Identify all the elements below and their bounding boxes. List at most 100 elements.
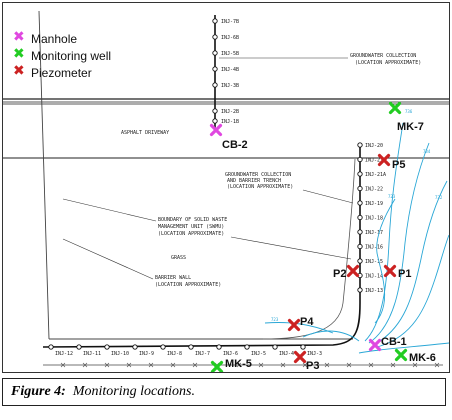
map-point-p2[interactable]: P2 bbox=[333, 264, 360, 281]
injection-point bbox=[357, 214, 363, 221]
injection-point bbox=[357, 185, 363, 192]
injection-point bbox=[212, 82, 218, 88]
monitoring-well-marker-icon bbox=[394, 348, 408, 362]
piezometer-marker-icon: ✖ bbox=[13, 63, 25, 79]
injection-point-label: INJ-4B bbox=[221, 67, 239, 73]
map-point-mk-7[interactable]: MK-7 bbox=[388, 101, 424, 134]
map-point-label: MK-7 bbox=[397, 121, 424, 133]
injection-point-label: INJ-2B bbox=[221, 109, 239, 115]
injection-point-label: INJ-15 bbox=[365, 259, 383, 265]
injection-point bbox=[212, 50, 218, 56]
injection-point-label: INJ-12 bbox=[55, 351, 73, 357]
injection-point bbox=[357, 200, 363, 206]
map-point-mk-6[interactable]: MK-6 bbox=[394, 348, 436, 365]
injection-point-label: INJ-9 bbox=[139, 351, 154, 357]
swmu-boundary bbox=[262, 158, 356, 340]
map-point-label: MK-5 bbox=[225, 358, 252, 370]
caption-figure-number: Figure 4: bbox=[11, 384, 66, 399]
injection-point-label: INJ-19 bbox=[365, 201, 383, 207]
injection-point-label: INJ-22 bbox=[365, 187, 383, 193]
injection-point bbox=[212, 108, 218, 114]
injection-point bbox=[357, 171, 363, 177]
barrier-wall bbox=[38, 10, 353, 340]
map-point-label: MK-6 bbox=[409, 352, 436, 364]
svg-text:732: 732 bbox=[435, 195, 443, 200]
injection-point bbox=[357, 258, 363, 264]
annotation-trench-2: AND BARRIER TRENCH bbox=[227, 178, 281, 184]
annotation-boundary-3: (LOCATION APPROXIMATE) bbox=[158, 231, 224, 237]
injection-point bbox=[216, 344, 222, 350]
inj-line-top: INJ-7BINJ-6BINJ-5BINJ-4BINJ-3BINJ-2BINJ-… bbox=[212, 15, 239, 131]
map-point-p3[interactable]: P3 bbox=[293, 350, 320, 373]
monitoring-well-marker-icon bbox=[388, 101, 402, 115]
map-point-cb-1[interactable]: CB-1 bbox=[368, 336, 407, 352]
injection-point-label: INJ-6B bbox=[221, 35, 239, 41]
map-point-p1[interactable]: P1 bbox=[383, 264, 412, 281]
figure-caption: Figure 4: Monitoring locations. bbox=[2, 378, 446, 406]
injection-point-label: INJ-20 bbox=[365, 143, 383, 149]
legend-label: Monitoring well bbox=[31, 49, 112, 63]
injection-point bbox=[357, 156, 363, 163]
caption-text: Monitoring locations. bbox=[72, 384, 195, 399]
groundwater-contours bbox=[264, 122, 449, 354]
injection-point bbox=[212, 18, 218, 24]
annotation-barrier-2: (LOCATION APPROXIMATE) bbox=[155, 282, 221, 288]
injection-point-label: INJ-18 bbox=[365, 216, 383, 222]
injection-point-label: INJ-3 bbox=[307, 351, 322, 357]
driveway-lines bbox=[3, 98, 449, 159]
injection-point bbox=[76, 344, 82, 350]
injection-point bbox=[272, 344, 278, 350]
annotation-trench-1: GROUNDWATER COLLECTION bbox=[225, 172, 291, 178]
injection-point bbox=[300, 344, 306, 350]
annotation-boundary-1: BOUNDARY OF SOLID WASTE bbox=[158, 217, 227, 223]
map-point-label: P5 bbox=[392, 159, 405, 171]
injection-point bbox=[357, 243, 363, 250]
piezometer-marker-icon bbox=[293, 350, 307, 364]
injection-point-label: INJ-4 bbox=[279, 351, 294, 357]
injection-point bbox=[132, 344, 138, 350]
injection-point bbox=[212, 118, 218, 124]
annotation-gw-collection-1: GROUNDWATER COLLECTION bbox=[350, 53, 416, 59]
injection-point-label: INJ-6 bbox=[223, 351, 238, 357]
map-point-cb-2[interactable]: CB-2 bbox=[209, 123, 248, 152]
annotation-gw-collection-2: (LOCATION APPROXIMATE) bbox=[355, 60, 421, 66]
injection-point-label: INJ-21 bbox=[365, 158, 383, 164]
injection-point bbox=[357, 229, 363, 235]
injection-point-label: INJ-16 bbox=[365, 245, 383, 251]
injection-point-label: INJ-7 bbox=[195, 351, 210, 357]
map-point-label: P2 bbox=[333, 268, 346, 280]
map-point-mk-5[interactable]: MK-5 bbox=[210, 358, 252, 372]
injection-point bbox=[212, 66, 218, 72]
injection-point-label: INJ-17 bbox=[365, 230, 383, 236]
annotation-asphalt: ASPHALT DRIVEWAY bbox=[121, 130, 169, 136]
injection-point-label: INJ-1B bbox=[221, 119, 239, 125]
injection-point-label: INJ-3B bbox=[221, 83, 239, 89]
annotation-barrier-1: BARRIER WALL bbox=[155, 275, 191, 281]
map-point-p4[interactable]: P4 bbox=[287, 316, 315, 332]
piezometer-marker-icon bbox=[377, 153, 391, 167]
injection-point-label: INJ-13 bbox=[365, 288, 383, 294]
svg-text:734: 734 bbox=[423, 149, 431, 154]
injection-point bbox=[160, 344, 166, 350]
svg-text:736: 736 bbox=[405, 109, 413, 114]
injection-point-label: INJ-5 bbox=[251, 351, 266, 357]
manhole-marker-icon bbox=[368, 338, 382, 352]
injection-point bbox=[244, 344, 250, 350]
piezometer-marker-icon bbox=[383, 264, 397, 278]
piezometer-marker-icon bbox=[346, 264, 360, 278]
injection-point-label: INJ-5B bbox=[221, 51, 239, 57]
legend-label: Piezometer bbox=[31, 66, 92, 80]
map-point-p5[interactable]: P5 bbox=[377, 153, 406, 172]
annotation-boundary-2: MANAGEMENT UNIT (SWMU) bbox=[158, 224, 224, 230]
injection-point-label: INJ-21A bbox=[365, 172, 386, 178]
injection-point bbox=[188, 344, 194, 350]
svg-text:723: 723 bbox=[271, 317, 279, 322]
monitoring-well-marker-icon: ✖ bbox=[13, 46, 25, 62]
injection-point bbox=[48, 344, 54, 350]
annotation-grass: GRASS bbox=[171, 255, 186, 261]
injection-point bbox=[212, 34, 218, 40]
injection-point-label: INJ-8 bbox=[167, 351, 182, 357]
map-annotations: GROUNDWATER COLLECTION (LOCATION APPROXI… bbox=[62, 53, 421, 288]
